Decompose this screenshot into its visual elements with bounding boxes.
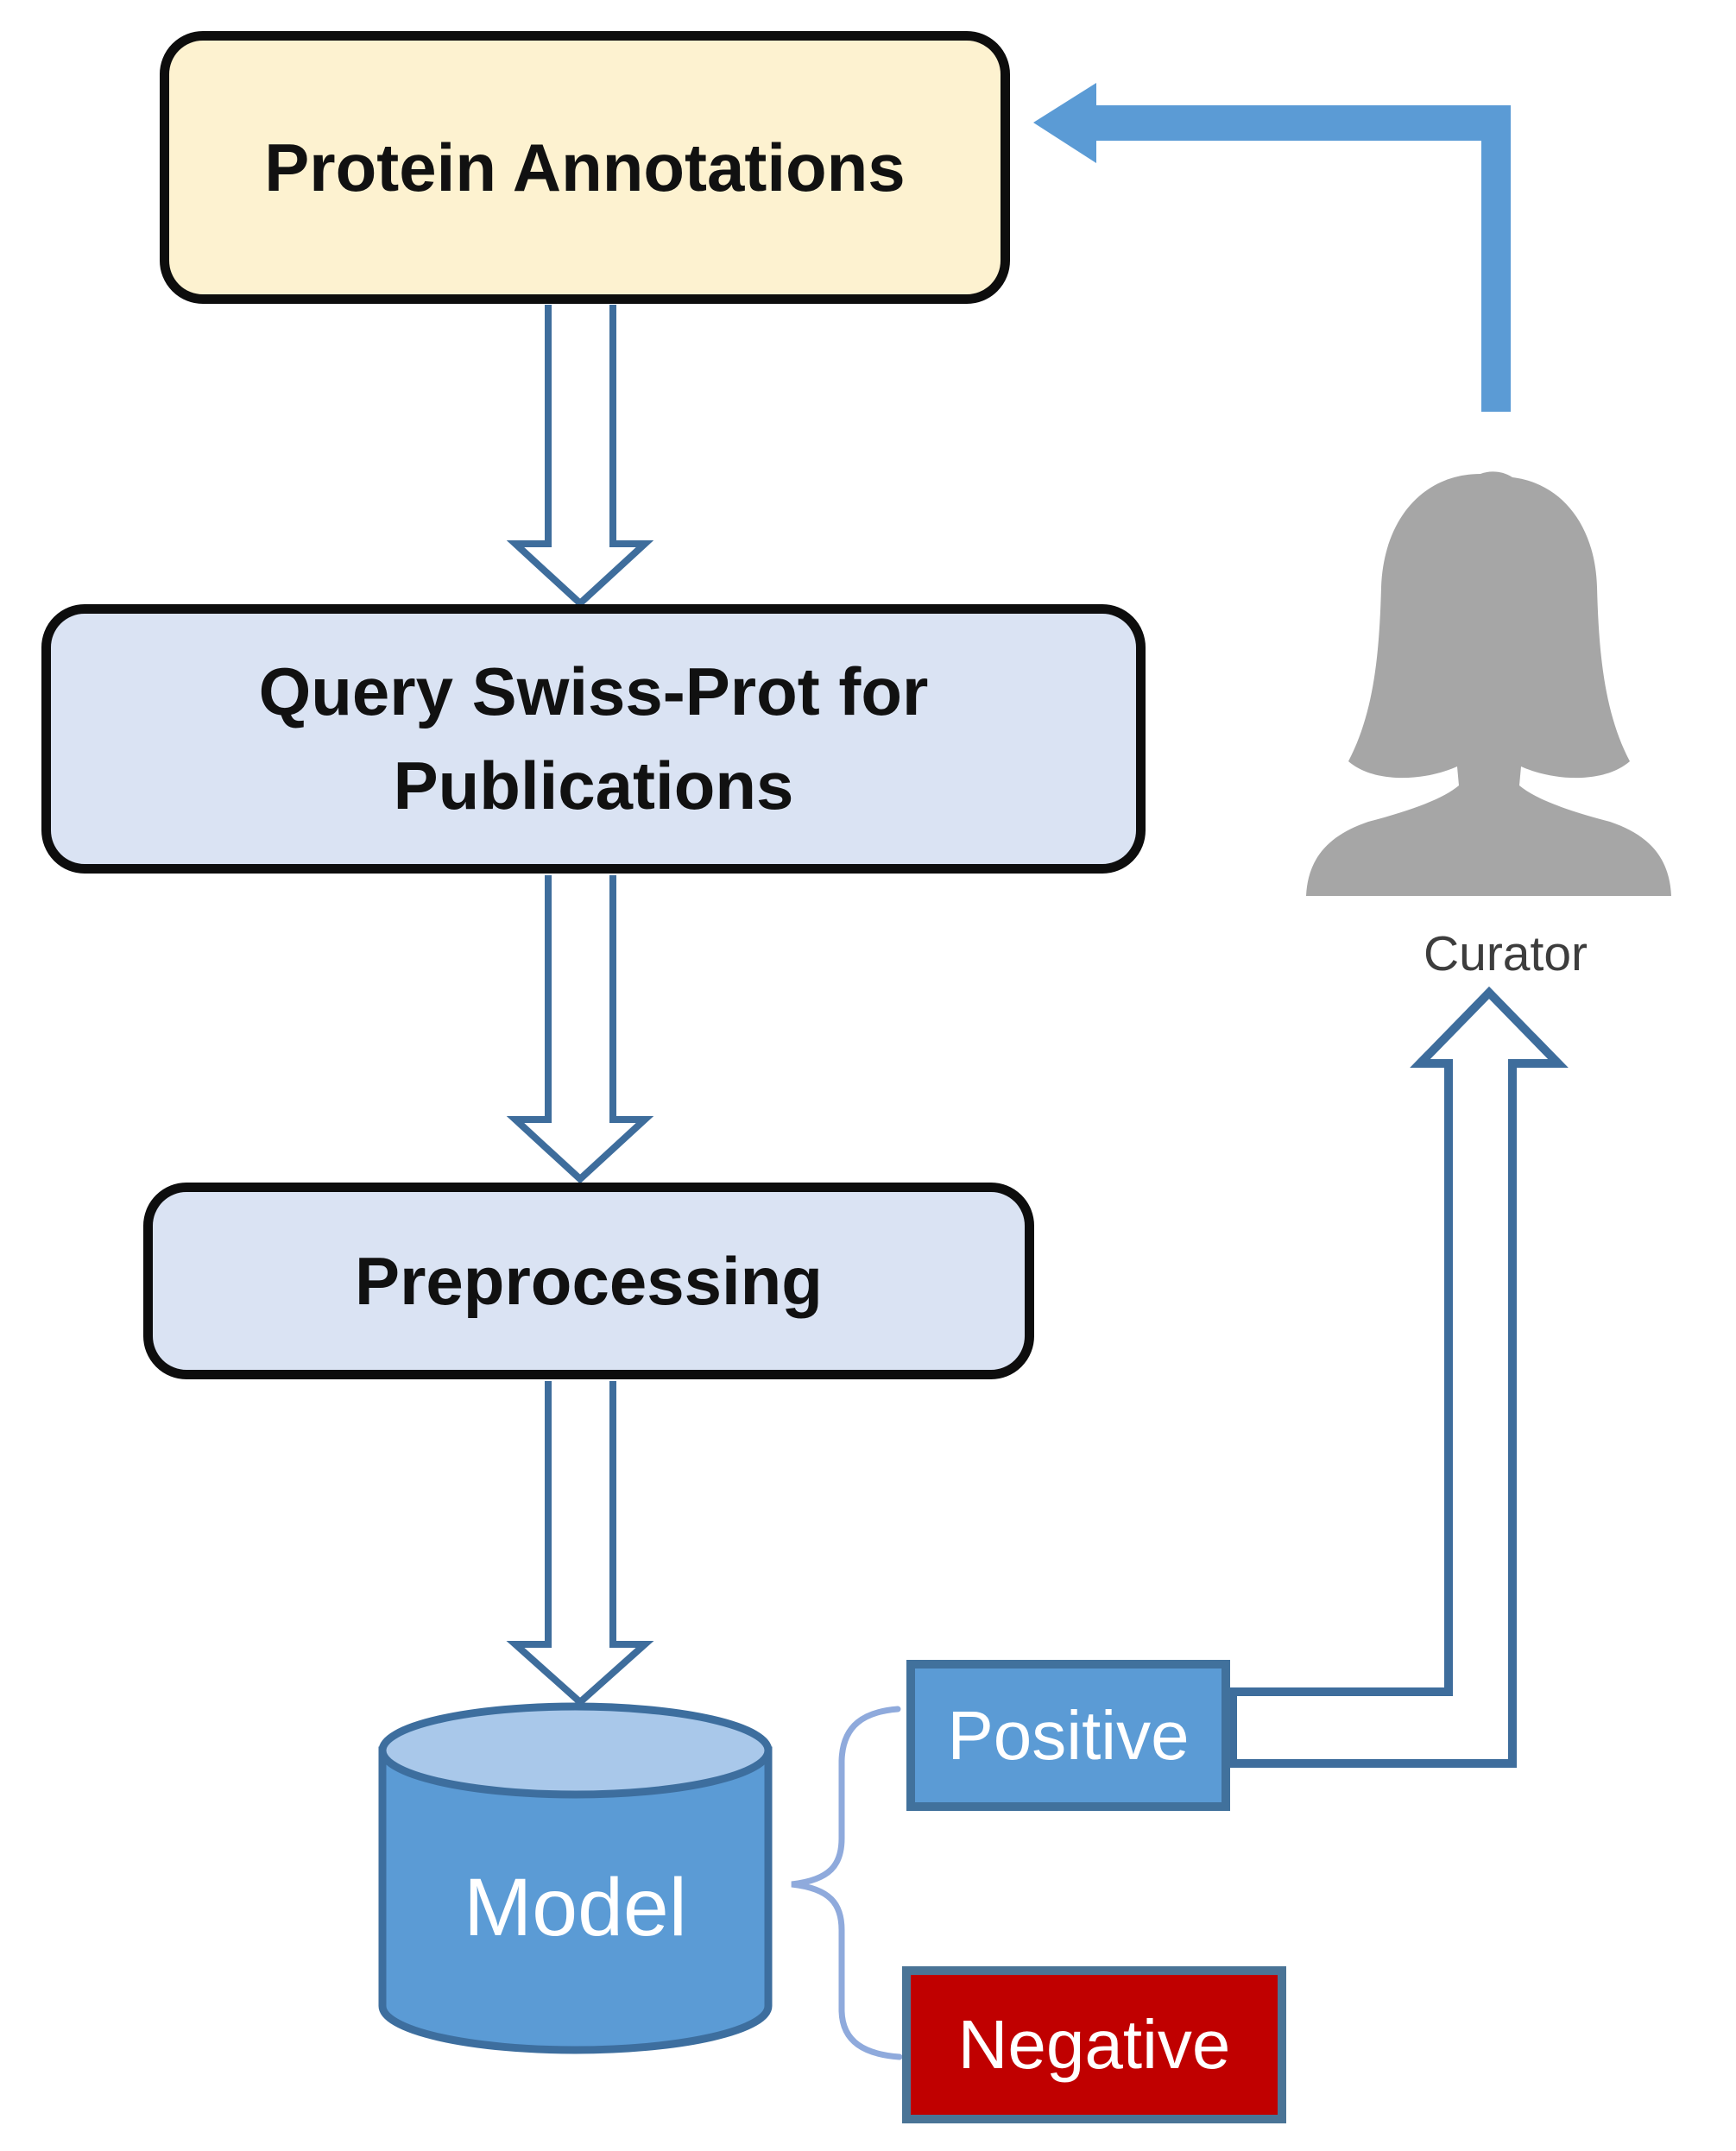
node-query-swiss-prot-line2: Publications xyxy=(393,747,794,823)
node-protein-annotations-label: Protein Annotations xyxy=(264,129,906,205)
node-preprocessing: Preprocessing xyxy=(143,1183,1034,1379)
model-label-text: Model xyxy=(464,1861,687,1953)
curator-to-annotations-arrow xyxy=(1033,83,1511,412)
node-positive: Positive xyxy=(906,1660,1230,1811)
flow-arrow-query-to-preprocessing xyxy=(506,875,654,1184)
node-preprocessing-label: Preprocessing xyxy=(355,1242,823,1319)
node-query-swiss-prot: Query Swiss-Prot for Publications xyxy=(41,604,1146,874)
model-cylinder-top xyxy=(378,1702,773,1799)
node-positive-label: Positive xyxy=(947,1696,1190,1774)
model-outputs-brace xyxy=(791,1706,903,2060)
node-negative: Negative xyxy=(902,1966,1286,2123)
curator-caption: Curator xyxy=(1333,924,1678,984)
positive-to-curator-arrow xyxy=(1228,986,1569,1768)
node-negative-label: Negative xyxy=(957,2006,1231,2083)
model-cylinder-body xyxy=(378,1746,773,2054)
flow-arrow-annotations-to-query xyxy=(506,305,654,609)
curator-caption-text: Curator xyxy=(1423,926,1588,981)
flow-arrow-preprocessing-to-model xyxy=(506,1381,654,1707)
node-model-label: Model xyxy=(382,1856,768,1959)
node-protein-annotations: Protein Annotations xyxy=(160,31,1010,304)
person-silhouette-icon xyxy=(1306,471,1671,896)
node-query-swiss-prot-line1: Query Swiss-Prot for xyxy=(258,653,929,729)
